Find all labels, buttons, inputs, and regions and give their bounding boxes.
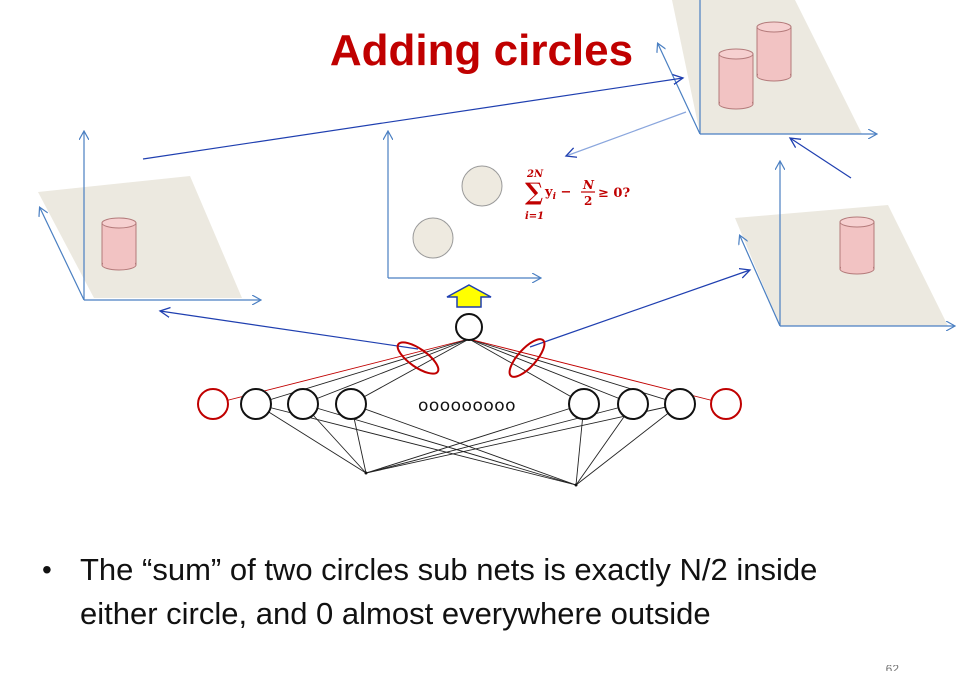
hidden-neuron <box>287 388 319 420</box>
formula-minus: − <box>556 185 571 200</box>
arrow-right-to-topright <box>790 138 852 179</box>
hidden-neuron <box>617 388 649 420</box>
formula-lower-limit: i=1 <box>525 211 544 222</box>
formula-upper-limit: 2N <box>526 169 544 180</box>
right-subnet-ellipse <box>508 338 546 378</box>
sum-formula: 2N ∑ i=1 yi − N 2 ≥ 0? <box>525 169 630 222</box>
formula-sigma: ∑ <box>525 177 543 206</box>
hidden-neuron <box>240 388 272 420</box>
left-cylinder <box>101 217 137 271</box>
left-plot-plane <box>38 176 242 298</box>
hidden-neuron <box>568 388 600 420</box>
left-subnet-ellipse <box>396 341 440 375</box>
arrow-left-to-topright <box>142 78 683 160</box>
top-right-cylinder-back <box>756 21 792 82</box>
left-plot <box>38 132 260 300</box>
decision-circle-lower <box>412 217 454 259</box>
network-edges-top <box>212 338 727 405</box>
blue-arrows <box>142 78 852 350</box>
top-right-cylinder-front <box>718 48 754 110</box>
input-node-right <box>574 483 578 487</box>
left-plot-z-axis <box>40 208 85 301</box>
center-plot <box>388 132 540 278</box>
bullet-line-1: The “sum” of two circles sub nets is exa… <box>80 552 818 587</box>
formula-term-y: y <box>544 185 553 200</box>
top-right-plot-z-axis <box>658 44 701 135</box>
arrow-output-to-right <box>529 270 750 348</box>
arrow-output-to-left <box>160 311 419 350</box>
hidden-neuron <box>335 388 367 420</box>
formula-tail: ≥ 0? <box>598 186 630 201</box>
slide-title: Adding circles <box>329 26 634 75</box>
decision-circle-upper <box>461 165 503 207</box>
bullet-symbol: • <box>42 554 52 585</box>
formula-frac-num: N <box>582 178 595 192</box>
bullet-text: • The “sum” of two circles sub nets is e… <box>42 548 922 636</box>
top-right-plot <box>658 0 876 134</box>
right-plot <box>735 162 954 326</box>
formula-frac-den: 2 <box>584 194 592 208</box>
hidden-neuron-red-left <box>197 388 229 420</box>
right-cylinder <box>839 216 875 275</box>
formula-term-sub: i <box>553 192 557 202</box>
right-plot-z-axis <box>740 236 781 327</box>
yellow-up-arrow <box>446 284 492 308</box>
hidden-neuron <box>664 388 696 420</box>
hidden-layer <box>197 388 742 420</box>
bullet-line-2: either circle, and 0 almost everywhere o… <box>80 596 711 631</box>
arrow-topright-to-center <box>566 111 687 156</box>
input-node-left <box>364 471 368 475</box>
output-neuron <box>455 313 483 341</box>
page-number: 62 <box>886 665 899 671</box>
ellipsis-neurons: ooooooooo <box>418 396 516 416</box>
hidden-neuron-red-right <box>710 388 742 420</box>
formula-term: yi − <box>544 185 571 202</box>
network-edges-bottom <box>255 403 681 486</box>
